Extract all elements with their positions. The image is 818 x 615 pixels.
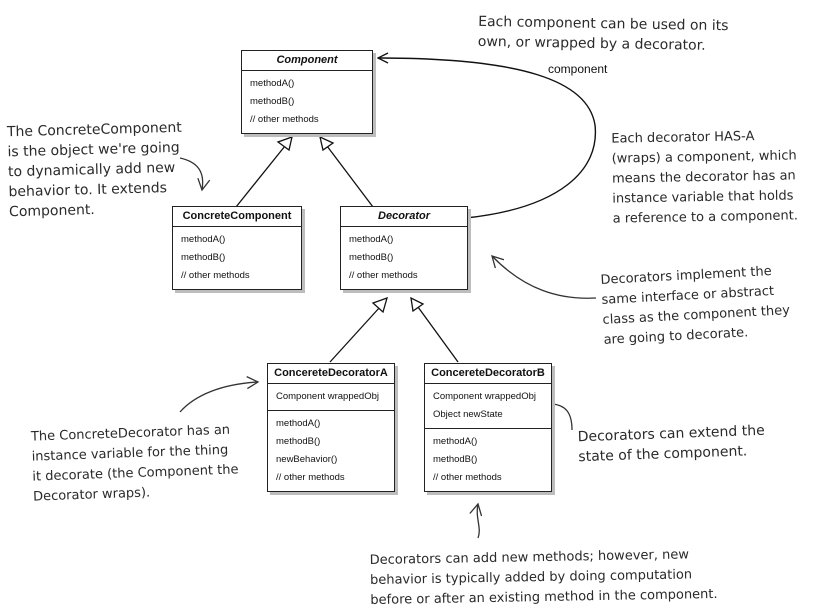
- note-arrow-concrete-component: [179, 157, 211, 192]
- method: methodB(): [250, 96, 295, 107]
- concrete-decorator-b-class-box: ConcereteDecoratorB Component wrappedObj…: [424, 363, 552, 492]
- fields-section: Component wrappedObj: [268, 384, 394, 411]
- method: methodB(): [349, 252, 394, 263]
- method: // other methods: [181, 270, 250, 281]
- method: // other methods: [250, 114, 319, 125]
- methods-section: methodA() methodB() newBehavior() // oth…: [268, 411, 394, 491]
- methods-section: methodA() methodB() // other methods: [341, 227, 467, 289]
- method: methodB(): [433, 454, 478, 465]
- method: methodA(): [181, 234, 226, 245]
- decorator-class-box: Decorator methodA() methodB() // other m…: [340, 206, 468, 290]
- concrete-decorator-a-class-box: ConcereteDecoratorA Component wrappedObj…: [267, 363, 395, 492]
- note-concrete-component: The ConcreteComponent is the object we'r…: [7, 118, 184, 223]
- note-has-a: Each decorator HAS-A (wraps) a component…: [611, 126, 798, 229]
- field: Component wrappedObj: [433, 391, 536, 402]
- method: methodA(): [250, 78, 295, 89]
- inherit-line-concrete-component: [235, 145, 286, 208]
- inherit-line-decorator-a: [329, 306, 381, 363]
- inherit-arrowhead: [319, 135, 335, 152]
- component-class-box: Component methodA() methodB() // other m…: [241, 50, 373, 134]
- inherit-arrowhead: [410, 296, 425, 313]
- note-arrow-implement: [491, 255, 597, 299]
- inherit-arrowhead: [276, 135, 293, 152]
- method: methodA(): [276, 418, 321, 429]
- note-extend-state: Decorators can extend the state of the c…: [577, 421, 765, 468]
- association-label: component: [548, 62, 608, 76]
- inherit-line-decorator: [326, 145, 374, 208]
- note-line: a reference to a component.: [612, 208, 799, 227]
- inherit-arrowhead: [371, 296, 388, 314]
- association-loop: [378, 58, 597, 219]
- method: // other methods: [349, 270, 418, 281]
- methods-section: methodA() methodB() // other methods: [425, 429, 551, 491]
- field: Object newState: [433, 409, 503, 420]
- note-arrow-extend-state: [551, 403, 573, 431]
- class-name: Decorator: [341, 207, 467, 227]
- methods-section: methodA() methodB() // other methods: [242, 71, 372, 133]
- class-name: Component: [242, 51, 372, 71]
- method: methodB(): [276, 436, 321, 447]
- note-top: Each component can be used on its own, o…: [478, 12, 729, 56]
- class-name: ConcereteDecoratorB: [425, 364, 551, 384]
- class-name: ConcreteComponent: [173, 207, 301, 227]
- method: methodA(): [433, 436, 478, 447]
- note-implement: Decorators implement the same interface …: [600, 261, 791, 351]
- note-new-methods: Decorators can add new methods; however,…: [370, 545, 718, 611]
- note-arrow-new-methods: [469, 502, 483, 539]
- note-arrow-concrete-decorator: [179, 376, 260, 413]
- field: Component wrappedObj: [276, 391, 379, 402]
- method: methodB(): [181, 252, 226, 263]
- method: newBehavior(): [276, 454, 338, 465]
- inherit-line-decorator-b: [417, 306, 459, 363]
- concrete-component-class-box: ConcreteComponent methodA() methodB() //…: [172, 206, 302, 290]
- class-name: ConcereteDecoratorA: [268, 364, 394, 384]
- method: methodA(): [349, 234, 394, 245]
- method: // other methods: [433, 472, 502, 483]
- fields-section: Component wrappedObj Object newState: [425, 384, 551, 429]
- methods-section: methodA() methodB() // other methods: [173, 227, 301, 289]
- method: // other methods: [276, 472, 345, 483]
- note-concrete-decorator: The ConcreteDecorator has an instance va…: [31, 420, 240, 507]
